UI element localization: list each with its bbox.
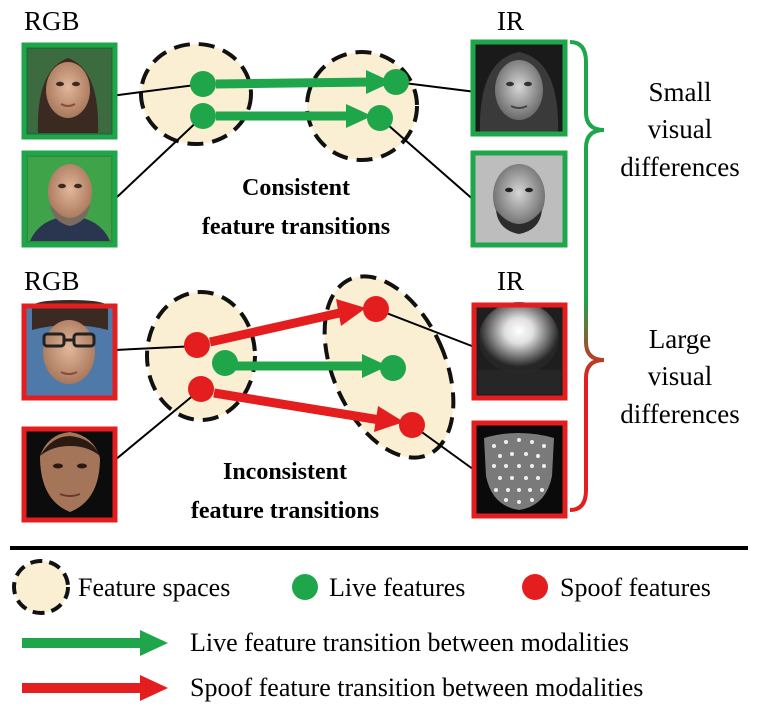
connector-line [114,345,198,351]
legend-live-arrowhead [140,630,168,656]
feature-space [305,50,419,162]
spoof-transition-arrowhead [336,299,366,326]
live-feature-dot [190,103,216,129]
spoof-feature-dot [184,332,210,358]
large-diff-label-line1: Large [649,324,711,354]
connector-line [411,424,478,473]
legend-spoof-dot [522,574,548,600]
bottom-caption-line2: feature transitions [191,498,379,524]
top-ir-label: IR [497,6,524,36]
bottom-ir-label: IR [497,266,524,296]
connector-line [115,115,204,199]
small-diff-label-line3: differences [620,152,739,182]
spoof-feature-dot [188,376,214,402]
top-caption-line2: feature transitions [202,214,390,240]
spoof-feature-dot [363,296,389,322]
legend-live-transition-label: Live feature transition between modaliti… [190,628,629,657]
legend-spoof-arrowhead [140,675,168,701]
rgb-face-image [21,150,118,248]
bottom-rgb-label: RGB [24,266,80,296]
legend-feature-space-swatch [12,559,70,615]
ir-spoof-glare-image [471,302,568,401]
live-transition-arrowhead [366,70,392,94]
visual-differences-bracket [569,40,605,512]
live-feature-dot [212,350,238,376]
spoof-transition-arrowhead [374,406,404,432]
ir-spoof-mask-image [471,420,568,519]
top-rgb-label: RGB [24,6,80,36]
large-diff-label-line3: differences [620,399,739,429]
connector-line [375,308,478,349]
bottom-caption-line1: Inconsistent [223,459,347,485]
rgb-face-image [21,42,118,140]
live-transition-arrowhead [346,104,372,128]
rgb-spoof-face-image [21,426,118,523]
ir-face-image [470,39,568,137]
spoof-transition-arrow [209,307,345,347]
legend-spoof-transition-label: Spoof feature transition between modalit… [190,673,643,702]
connector-line [395,81,477,93]
legend-feature-spaces-label: Feature spaces [78,573,230,602]
spoof-feature-dot [399,412,425,438]
live-feature-dot [367,105,393,131]
small-diff-label-line1: Small [648,77,711,107]
live-transition-arrowhead [362,354,388,378]
legend-live-features-label: Live features [329,573,465,602]
legend-spoof-features-label: Spoof features [560,573,711,602]
live-transition-arrow [215,77,373,89]
connector-line [379,117,477,203]
spoof-transition-arrow [213,388,381,425]
connector-line [110,83,204,97]
legend-live-dot [292,574,318,600]
connector-line [114,388,202,461]
live-feature-dot [383,69,409,95]
ir-face-image [470,150,568,248]
top-caption-line1: Consistent [242,175,350,201]
rgb-spoof-face-image [21,300,118,401]
live-feature-dot [380,355,406,381]
large-diff-label-line2: visual [648,361,713,391]
small-diff-label-line2: visual [648,114,713,144]
live-feature-dot [190,71,216,97]
